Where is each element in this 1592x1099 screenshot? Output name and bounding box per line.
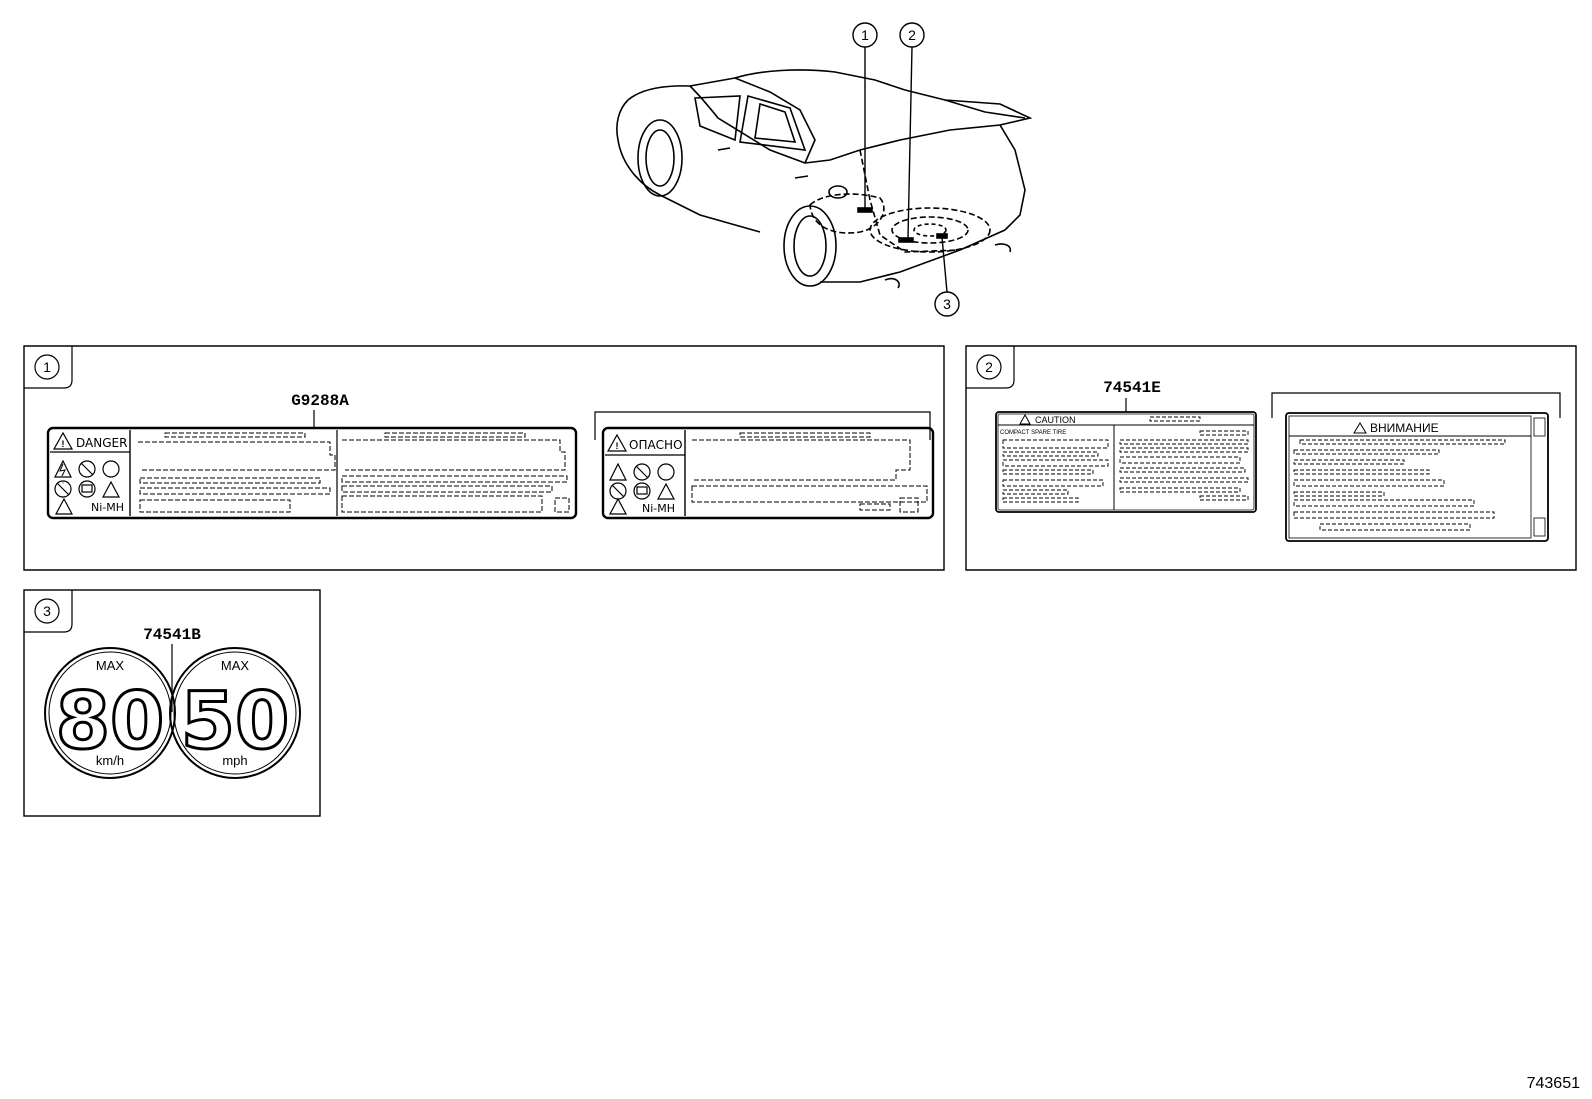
unit-mph: mph bbox=[222, 753, 247, 768]
caution-title: CAUTION bbox=[1035, 415, 1076, 425]
caution-triangle-icon-ru bbox=[1353, 422, 1367, 434]
electric-shock-icon bbox=[54, 459, 72, 478]
manual-icon bbox=[78, 480, 96, 498]
figure-id: 743651 bbox=[1527, 1075, 1580, 1092]
max-label-left: MAX bbox=[96, 658, 125, 673]
battery-type: Ni-MH bbox=[91, 501, 124, 514]
svg-text:1: 1 bbox=[43, 359, 51, 375]
danger-title: DANGER bbox=[76, 436, 127, 450]
panel-3: 3 74541B MAX 80 km/h MAX 50 mph bbox=[23, 589, 321, 817]
callout-1: 1 bbox=[852, 22, 878, 48]
caution-triangle-icon-en bbox=[1019, 413, 1031, 425]
panel-2: 2 74541E CAUTION COMPACT SPARE TIRE bbox=[965, 345, 1577, 571]
panel-1: 1 G9288A ! DANGER bbox=[23, 345, 945, 571]
speed-value-mph: 50 bbox=[181, 677, 290, 767]
svg-text:3: 3 bbox=[943, 296, 951, 312]
part-number-74541b: 74541B bbox=[143, 626, 201, 644]
caution-title-ru: ВНИМАНИЕ bbox=[1370, 421, 1439, 435]
callout-2: 2 bbox=[899, 22, 925, 48]
warning-triangle-icon bbox=[52, 431, 74, 450]
panel-3-callout bbox=[34, 598, 60, 624]
caution-label-en: CAUTION COMPACT SPARE TIRE bbox=[995, 411, 1257, 513]
danger-label-en: ! DANGER Ni-MH bbox=[46, 426, 578, 520]
battery-type-ru: Ni-MH bbox=[642, 502, 675, 515]
prohibited-icon-ru bbox=[633, 463, 651, 481]
car-illustration bbox=[616, 69, 1033, 289]
caution-triangle-icon bbox=[102, 480, 120, 498]
panel-2-callout bbox=[976, 354, 1002, 380]
speed-label-kmh: MAX 80 km/h bbox=[44, 647, 176, 779]
part-number-g9288a: G9288A bbox=[291, 392, 349, 410]
speed-value-kmh: 80 bbox=[56, 677, 165, 767]
svg-text:2: 2 bbox=[908, 27, 916, 43]
caution-subtitle: COMPACT SPARE TIRE bbox=[1000, 430, 1066, 436]
danger-label-ru: ! ОПАСНО Ni-MH bbox=[601, 426, 935, 520]
part-number-74541e: 74541E bbox=[1103, 379, 1161, 397]
svg-text:3: 3 bbox=[43, 603, 51, 619]
max-label-right: MAX bbox=[221, 658, 250, 673]
prohibited-icon bbox=[78, 460, 96, 478]
speed-label-mph: MAX 50 mph bbox=[169, 647, 301, 779]
prohibited-icon-2 bbox=[54, 480, 72, 498]
blank-circle-icon bbox=[102, 460, 120, 478]
caution-triangle-icon-2 bbox=[55, 497, 73, 515]
caution-label-ru: ВНИМАНИЕ bbox=[1285, 412, 1549, 542]
leader-lines bbox=[864, 46, 948, 293]
unit-kmh: km/h bbox=[96, 753, 124, 768]
panel-1-callout bbox=[34, 354, 60, 380]
svg-text:!: ! bbox=[616, 441, 619, 451]
electric-shock-icon-ru bbox=[609, 462, 627, 481]
svg-text:2: 2 bbox=[985, 359, 993, 375]
warning-triangle-icon-ru bbox=[606, 433, 628, 452]
svg-text:!: ! bbox=[62, 439, 65, 449]
svg-text:1: 1 bbox=[861, 27, 869, 43]
danger-title-ru: ОПАСНО bbox=[629, 438, 683, 452]
callout-3: 3 bbox=[934, 291, 960, 317]
